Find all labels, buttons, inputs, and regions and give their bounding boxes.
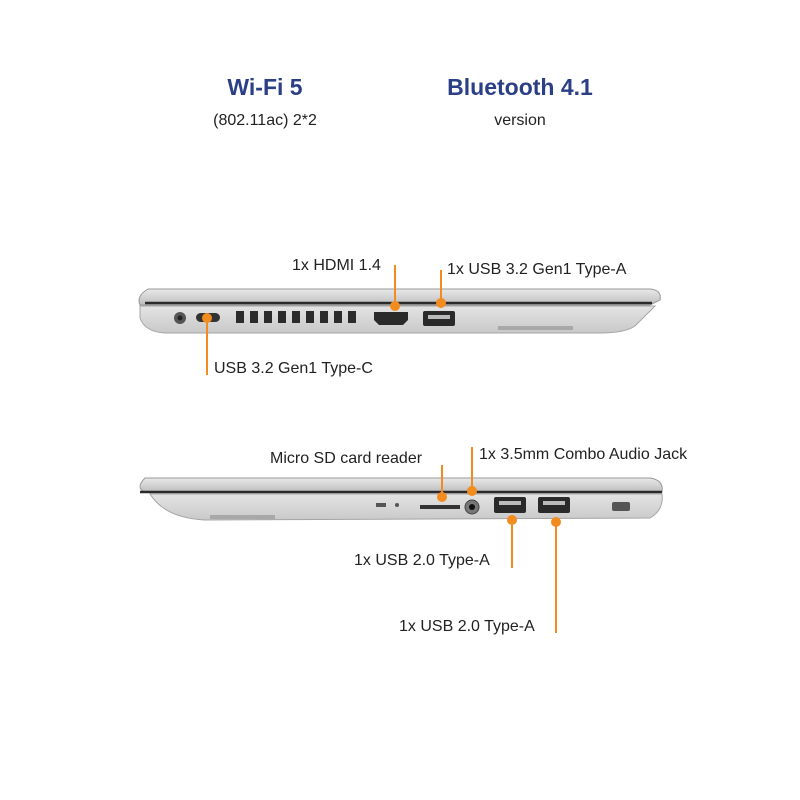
left-side-view xyxy=(138,265,661,375)
bluetooth-subtitle: version xyxy=(494,112,546,129)
usb2-port-1-label: 1x USB 2.0 Type-A xyxy=(354,552,490,569)
wifi-subtitle: (802.11ac) 2*2 xyxy=(213,112,317,129)
usb2-port-2-label: 1x USB 2.0 Type-A xyxy=(399,618,535,635)
vent-grille xyxy=(236,311,356,323)
wifi-title: Wi-Fi 5 xyxy=(227,74,303,100)
audio-jack-label: 1x 3.5mm Combo Audio Jack xyxy=(479,446,688,463)
usb-a-port-label: 1x USB 3.2 Gen1 Type-A xyxy=(447,261,627,278)
hdmi-port-label: 1x HDMI 1.4 xyxy=(292,257,381,274)
right-side-view xyxy=(139,447,663,633)
bluetooth-title: Bluetooth 4.1 xyxy=(447,74,593,100)
callout-markers-right xyxy=(437,447,561,633)
usb-c-port-label: USB 3.2 Gen1 Type-C xyxy=(214,360,373,377)
callout-markers xyxy=(202,265,446,375)
microsd-reader-label: Micro SD card reader xyxy=(270,450,423,467)
